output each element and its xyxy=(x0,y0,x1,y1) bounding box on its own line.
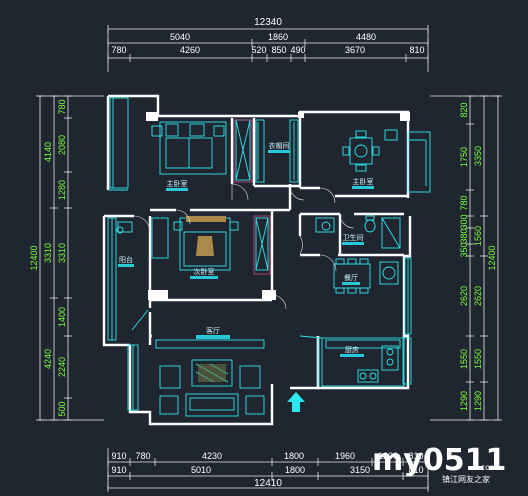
label-bar-master-bedroom xyxy=(166,188,188,191)
bedroom2-furniture xyxy=(342,129,398,172)
right-inner-dim-8: 1550 xyxy=(459,349,469,369)
windows xyxy=(107,97,431,411)
living-room-rug xyxy=(198,364,226,382)
bottom-total-dim: 12410 xyxy=(254,478,282,489)
label-bar-cloakroom xyxy=(268,150,290,153)
bottom-row1-dim-2: 780 xyxy=(135,451,150,461)
top-row1-dim-3: 4480 xyxy=(356,32,376,42)
bottom-row2-dim-4: 3150 xyxy=(350,465,370,475)
room-label-balcony: 阳台 xyxy=(119,255,133,264)
right-inner-dim-9: 1290 xyxy=(459,391,469,411)
bottom-row2-dim-2: 5010 xyxy=(191,465,211,475)
room-label-bathroom: 卫生间 xyxy=(343,233,364,242)
top-row2-dim-7: 810 xyxy=(409,45,424,55)
left-outer-dim-3: 4240 xyxy=(43,349,53,369)
right-outer-dim-4: 1550 xyxy=(473,349,483,369)
right-inner-dim-2: 1750 xyxy=(459,147,469,167)
left-inner-dim-6: 2240 xyxy=(57,357,67,377)
right-inner-dim-7: 2620 xyxy=(459,286,469,306)
left-outer-dim-2: 3310 xyxy=(43,243,53,263)
dining-furniture xyxy=(333,258,399,294)
watermark-brand: my0511 xyxy=(372,443,506,478)
right-outer-dim-1: 3350 xyxy=(473,146,483,166)
bottom-dimensions xyxy=(107,448,429,492)
second-bedroom-closet xyxy=(253,215,271,275)
top-row2-dim-4: 850 xyxy=(271,45,286,55)
room-label-living: 客厅 xyxy=(206,326,220,335)
room-label-master-bedroom: 主卧室 xyxy=(167,179,188,188)
label-bar-second-bedroom xyxy=(190,276,218,279)
master-bedroom-furniture xyxy=(151,119,251,181)
doors xyxy=(133,183,355,310)
left-inner-dim-5: 1400 xyxy=(57,307,67,327)
right-dimensions xyxy=(430,95,502,421)
label-bar-kitchen xyxy=(340,354,364,357)
room-label-kitchen: 厨房 xyxy=(345,345,359,354)
watermark-domain: .com xyxy=(478,463,498,472)
room-label-cloakroom: 衣帽间 xyxy=(269,141,290,150)
label-bar-living xyxy=(196,335,230,339)
left-total-dim: 12400 xyxy=(29,245,39,270)
room-label-bedroom2: 主卧室 xyxy=(353,177,374,186)
room-label-dining: 餐厅 xyxy=(344,273,358,282)
bottom-row1-dim-7: 810 xyxy=(408,451,423,461)
bottom-row1-dim-1: 910 xyxy=(111,451,126,461)
left-inner-dim-1: 780 xyxy=(57,99,67,114)
label-bar-dining xyxy=(342,282,360,285)
right-outer-dim-3: 2620 xyxy=(473,286,483,306)
right-inner-dim-1: 820 xyxy=(459,102,469,117)
left-inner-dim-2: 2080 xyxy=(57,135,67,155)
top-row2-dim-2: 4260 xyxy=(180,45,200,55)
wall-pillars xyxy=(146,112,410,300)
left-outer-dim-1: 4140 xyxy=(43,142,53,162)
top-row2-dim-3: 520 xyxy=(251,45,266,55)
top-row2-dim-6: 3670 xyxy=(345,45,365,55)
living-room-furniture xyxy=(131,309,265,417)
balcony-furniture xyxy=(116,221,133,234)
room-label-second-bedroom: 次卧室 xyxy=(194,267,215,276)
right-inner-dim-4: 300 xyxy=(459,214,469,229)
left-dimensions xyxy=(36,95,104,421)
entrance-arrow-icon xyxy=(287,392,305,412)
label-bar-bathroom xyxy=(342,242,364,245)
watermark-tagline: 镇江网友之家 xyxy=(442,474,490,484)
watermark: my0511 .com 镇江网友之家 xyxy=(372,443,506,484)
bottom-row2-dim-3: 1800 xyxy=(285,465,305,475)
top-dimensions xyxy=(107,25,429,72)
label-bar-bedroom2 xyxy=(352,186,374,189)
top-row2-dim-5: 490 xyxy=(290,45,305,55)
top-row2-dim-1: 780 xyxy=(111,45,126,55)
bottom-row1-dim-6: 1200 xyxy=(378,451,398,461)
second-bedroom-bed-cover xyxy=(186,216,226,256)
right-inner-dim-6: 350 xyxy=(459,242,469,257)
bathroom-furniture xyxy=(315,215,401,249)
top-total-dim: 12340 xyxy=(254,17,282,28)
label-bar-balcony xyxy=(118,264,134,267)
left-inner-dim-7: 500 xyxy=(57,401,67,416)
top-row1-dim-1: 5040 xyxy=(170,32,190,42)
bottom-row1-dim-5: 1960 xyxy=(335,451,355,461)
bottom-row2-dim-5: 810 xyxy=(408,465,423,475)
left-inner-dim-3: 1280 xyxy=(57,180,67,200)
bottom-row1-dim-4: 1800 xyxy=(284,451,304,461)
kitchen-furniture xyxy=(299,335,405,387)
right-inner-dim-5: 380 xyxy=(459,228,469,243)
master-bedroom-closets xyxy=(233,119,253,183)
right-outer-dim-2: 1560 xyxy=(473,226,483,246)
right-total-dim: 12400 xyxy=(487,245,497,270)
right-outer-dim-5: 1290 xyxy=(473,391,483,411)
bottom-row1-dim-3: 4230 xyxy=(202,451,222,461)
top-row1-dim-2: 1860 xyxy=(268,32,288,42)
second-bedroom-furniture xyxy=(151,217,269,271)
cloakroom-furniture xyxy=(255,119,299,183)
bottom-row2-dim-1: 910 xyxy=(111,465,126,475)
left-inner-dim-4: 3310 xyxy=(57,243,67,263)
right-inner-dim-3: 780 xyxy=(459,195,469,210)
walls xyxy=(102,94,412,426)
